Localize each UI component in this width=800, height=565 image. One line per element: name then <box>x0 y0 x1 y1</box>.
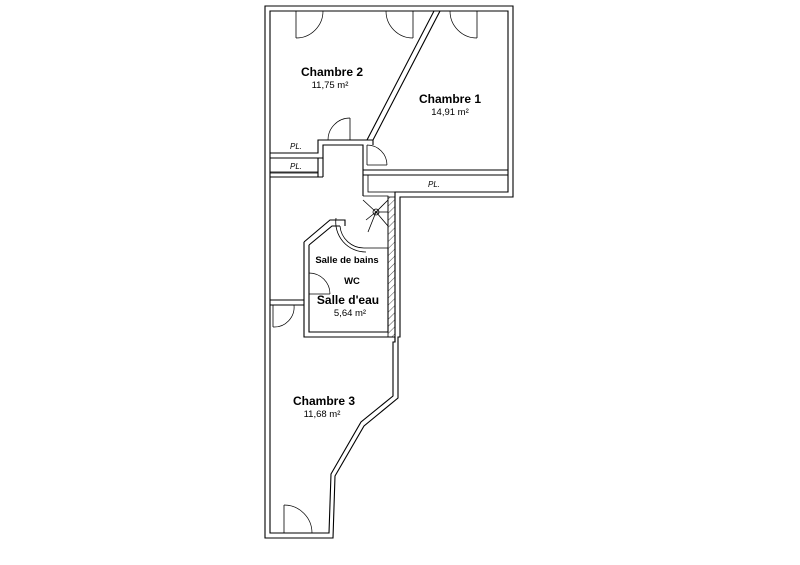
room-name-chambre3: Chambre 3 <box>293 394 355 408</box>
door-chambre1-top <box>449 10 478 39</box>
outer-wall <box>264 5 514 539</box>
room-area-chambre1: 14,91 m² <box>431 107 469 118</box>
door-chambre2-top-right <box>385 10 414 39</box>
placard-label-right: PL. <box>428 180 440 189</box>
staircase <box>335 195 396 338</box>
diagonal-wall-chambres <box>366 10 441 141</box>
room-name-chambre2: Chambre 2 <box>301 65 363 79</box>
chambre1-bottom-wall <box>363 169 509 193</box>
door-bathroom <box>308 272 331 295</box>
placard-label-mid-left: PL. <box>290 162 302 171</box>
room-name-salle-de-bains: Salle de bains <box>315 255 378 266</box>
chambre3-top-wall <box>270 299 304 306</box>
door-chambre1-bottom <box>366 144 388 166</box>
room-name-wc: WC <box>344 276 360 287</box>
room-area-salle-deau: 5,64 m² <box>334 308 366 319</box>
room-area-chambre2: 11,75 m² <box>312 80 349 91</box>
door-chambre3-bottom <box>283 504 313 534</box>
door-chambre2-top-left <box>295 10 324 39</box>
placard-label-top-left: PL. <box>290 142 302 151</box>
door-chambre2-bottom <box>327 117 351 141</box>
room-name-chambre1: Chambre 1 <box>419 92 481 106</box>
door-chambre3-top <box>272 304 295 328</box>
bedroom-corridor-wall <box>269 139 374 196</box>
room-area-chambre3: 11,68 m² <box>304 409 341 420</box>
room-name-salle-deau: Salle d'eau <box>317 293 379 307</box>
